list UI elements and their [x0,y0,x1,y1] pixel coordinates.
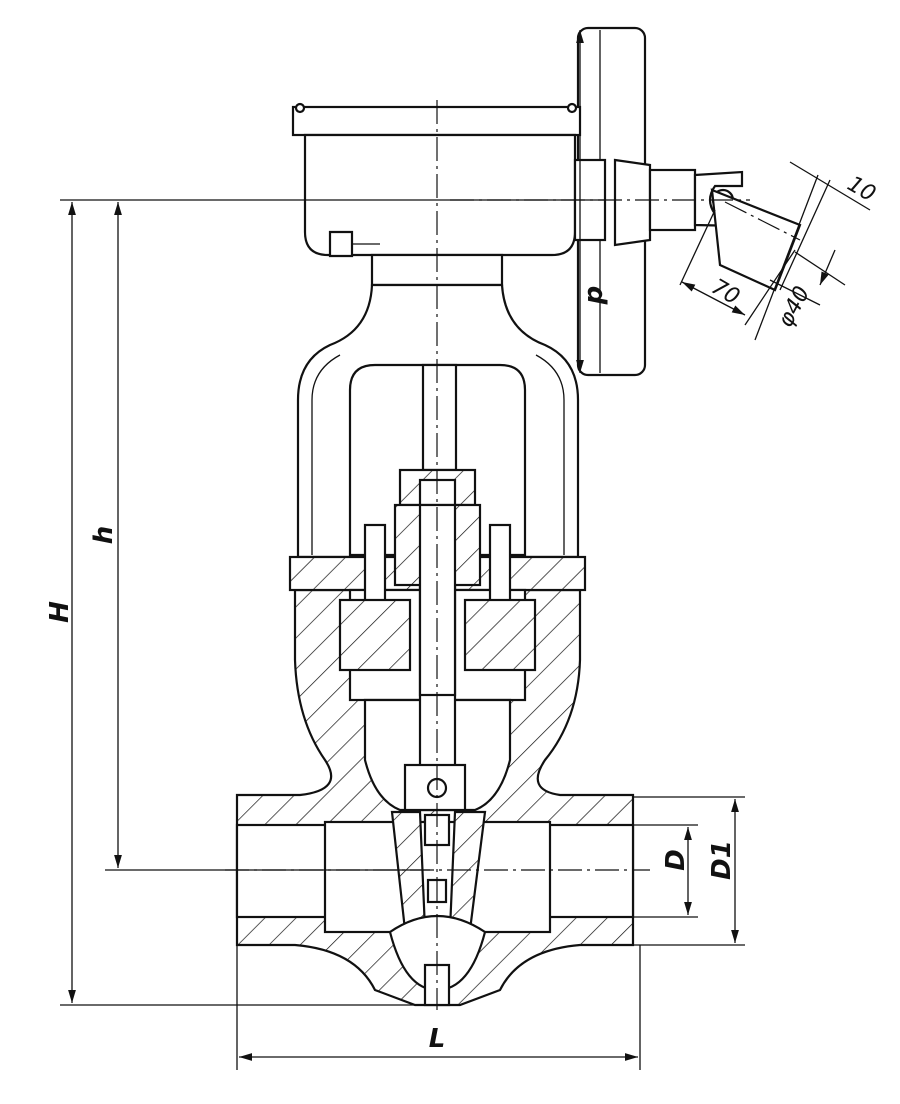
label-shaft-key: 10 [843,172,880,208]
label-D1: D1 [707,840,737,880]
label-H: H [45,601,75,623]
label-h: h [89,526,119,545]
label-D: D [661,849,691,871]
label-p: p [579,286,609,306]
yoke [296,283,580,559]
label-L: L [429,1024,446,1054]
actuator [291,102,607,287]
handwheel [576,26,802,377]
dimension-lines [60,30,871,1070]
label-shaft-length: 70 [707,275,744,311]
